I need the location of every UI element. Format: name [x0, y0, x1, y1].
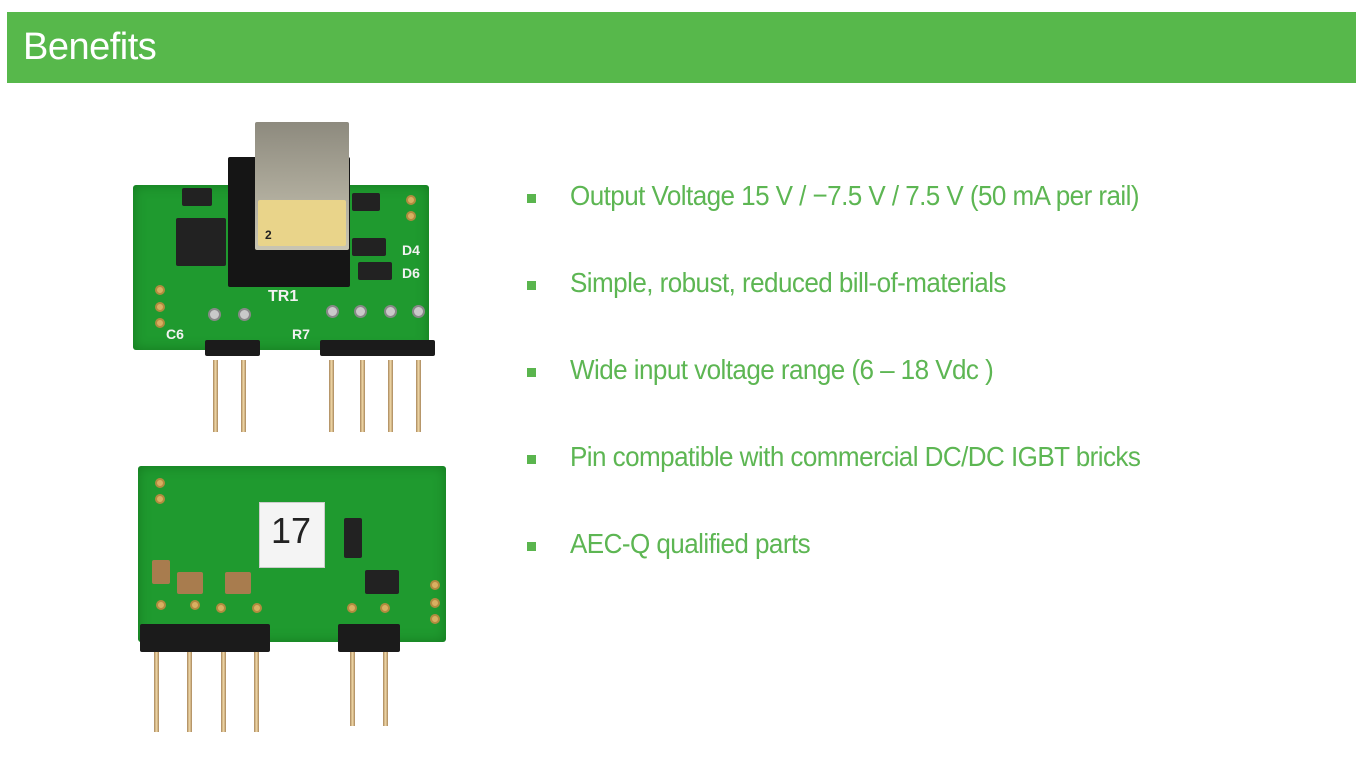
- slide-title: Benefits: [23, 26, 157, 68]
- label-d6: D6: [402, 265, 420, 281]
- label-d4: D4: [402, 242, 420, 258]
- bullet-square-icon: [527, 194, 536, 203]
- bullet-square-icon: [527, 542, 536, 551]
- label-tr1: TR1: [268, 288, 299, 305]
- label-c6: C6: [166, 326, 184, 342]
- module-number: 17: [270, 510, 312, 551]
- label-r7: R7: [292, 326, 310, 342]
- transformer-mark: 2: [265, 228, 272, 242]
- bullet-square-icon: [527, 281, 536, 290]
- bullet-square-icon: [527, 455, 536, 464]
- title-bar: Benefits: [7, 12, 1356, 83]
- bullet-square-icon: [527, 368, 536, 377]
